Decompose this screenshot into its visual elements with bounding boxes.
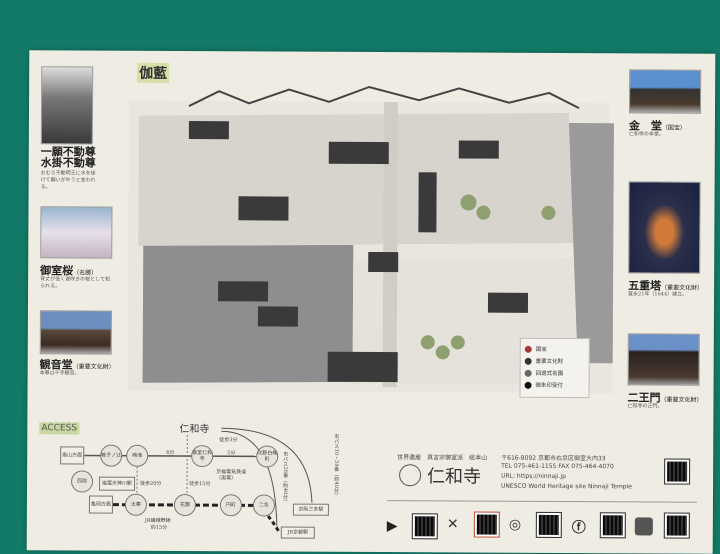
x-icon[interactable]: ✕: [447, 516, 459, 532]
access-title: ACCESS: [39, 422, 79, 434]
station: 鳴滝: [126, 445, 148, 467]
legend-swatch: [525, 381, 532, 388]
legend-item: 回遊式名園: [525, 367, 585, 379]
station: 帷子ノ辻: [100, 445, 122, 467]
photo-pagoda: [628, 181, 700, 273]
station: 北野白梅町: [256, 445, 278, 467]
legend-label: 重要文化財: [536, 357, 564, 365]
jr-line-label: JR嵯峨野線: [145, 518, 171, 524]
station: 嵐電天神川駅: [99, 477, 135, 491]
app-qr-code[interactable]: [665, 514, 689, 538]
info-address: 〒616-8092 京都市右京区御室大内33: [501, 453, 605, 463]
photo-niomon: [628, 333, 700, 385]
access-label: 5分: [227, 450, 235, 456]
station: 西院: [71, 470, 93, 492]
station: 太秦: [125, 494, 147, 516]
legend-label: 回遊式名園: [536, 369, 564, 377]
access-label: 徒歩15分: [189, 481, 210, 487]
station: 亀岡方面: [89, 496, 113, 514]
legend-swatch: [525, 357, 532, 364]
access-label: 市バス10・59番（約40分）: [333, 434, 339, 498]
brochure: 一願不動尊 水掛不動尊 おむろ不動明王に水を掛けて願いが叶うと言われる。 御室桜…: [27, 50, 716, 554]
access-label: 徒歩20分: [140, 481, 161, 487]
station: 京阪三条駅: [293, 504, 329, 516]
divider: [387, 500, 697, 503]
photo-kondo: [629, 69, 701, 113]
map-legend: 国宝重要文化財回遊式名園御朱印受付: [520, 338, 590, 398]
access-label: 約15分: [151, 525, 167, 531]
access-temple: 仁和寺: [177, 424, 211, 435]
text-kondo: 仁和寺の本堂。: [629, 131, 699, 138]
instagram-qr-code[interactable]: [537, 513, 561, 537]
legend-swatch: [525, 369, 532, 376]
text-niomon: 仁和寺の正門。: [627, 403, 697, 410]
legend-item: 国宝: [525, 343, 585, 355]
info-url: URL: https://ninnaji.jp: [501, 473, 566, 480]
legend-label: 御朱印受付: [536, 381, 564, 389]
access-label: 徒歩3分: [219, 437, 237, 443]
access-label: 6分: [166, 450, 174, 456]
line-qr-code[interactable]: [475, 513, 499, 537]
access-label: 京福電気鉄道（嵐電）: [216, 469, 248, 481]
station: 花園: [174, 494, 196, 516]
station: 二条: [253, 494, 275, 516]
facebook-qr-code[interactable]: [601, 513, 625, 537]
text-pagoda: 寛永21年（1644）建立。: [628, 291, 698, 298]
legend-label: 国宝: [536, 345, 547, 353]
legend-item: 御朱印受付: [525, 379, 585, 391]
station: 御室仁和寺: [191, 445, 213, 467]
info-tel: TEL 075-461-1155 FAX 075-464-4070: [501, 463, 614, 471]
instagram-icon[interactable]: ◎: [509, 517, 521, 533]
station: JR京都駅: [281, 527, 315, 539]
youtube-icon[interactable]: ▶: [387, 518, 398, 534]
legend-item: 重要文化財: [525, 355, 585, 367]
station: 嵐山方面: [60, 446, 84, 464]
info-unesco: UNESCO World Heritage site Ninnaji Templ…: [501, 483, 632, 491]
app-icon[interactable]: [635, 517, 653, 535]
station: 円町: [220, 494, 242, 516]
facebook-icon[interactable]: ⓕ: [572, 517, 586, 537]
legend-swatch: [525, 345, 532, 352]
website-qr-code[interactable]: [665, 460, 689, 484]
access-heading: ACCESS: [39, 423, 79, 433]
youtube-qr-code[interactable]: [413, 514, 437, 538]
info-subtitle: 世界遺産 真言宗御室派 総本山: [397, 452, 487, 461]
info-name: 仁和寺: [427, 462, 481, 488]
access-label: 市バス26番（約40分）: [282, 452, 288, 505]
crest-icon: [399, 464, 421, 486]
